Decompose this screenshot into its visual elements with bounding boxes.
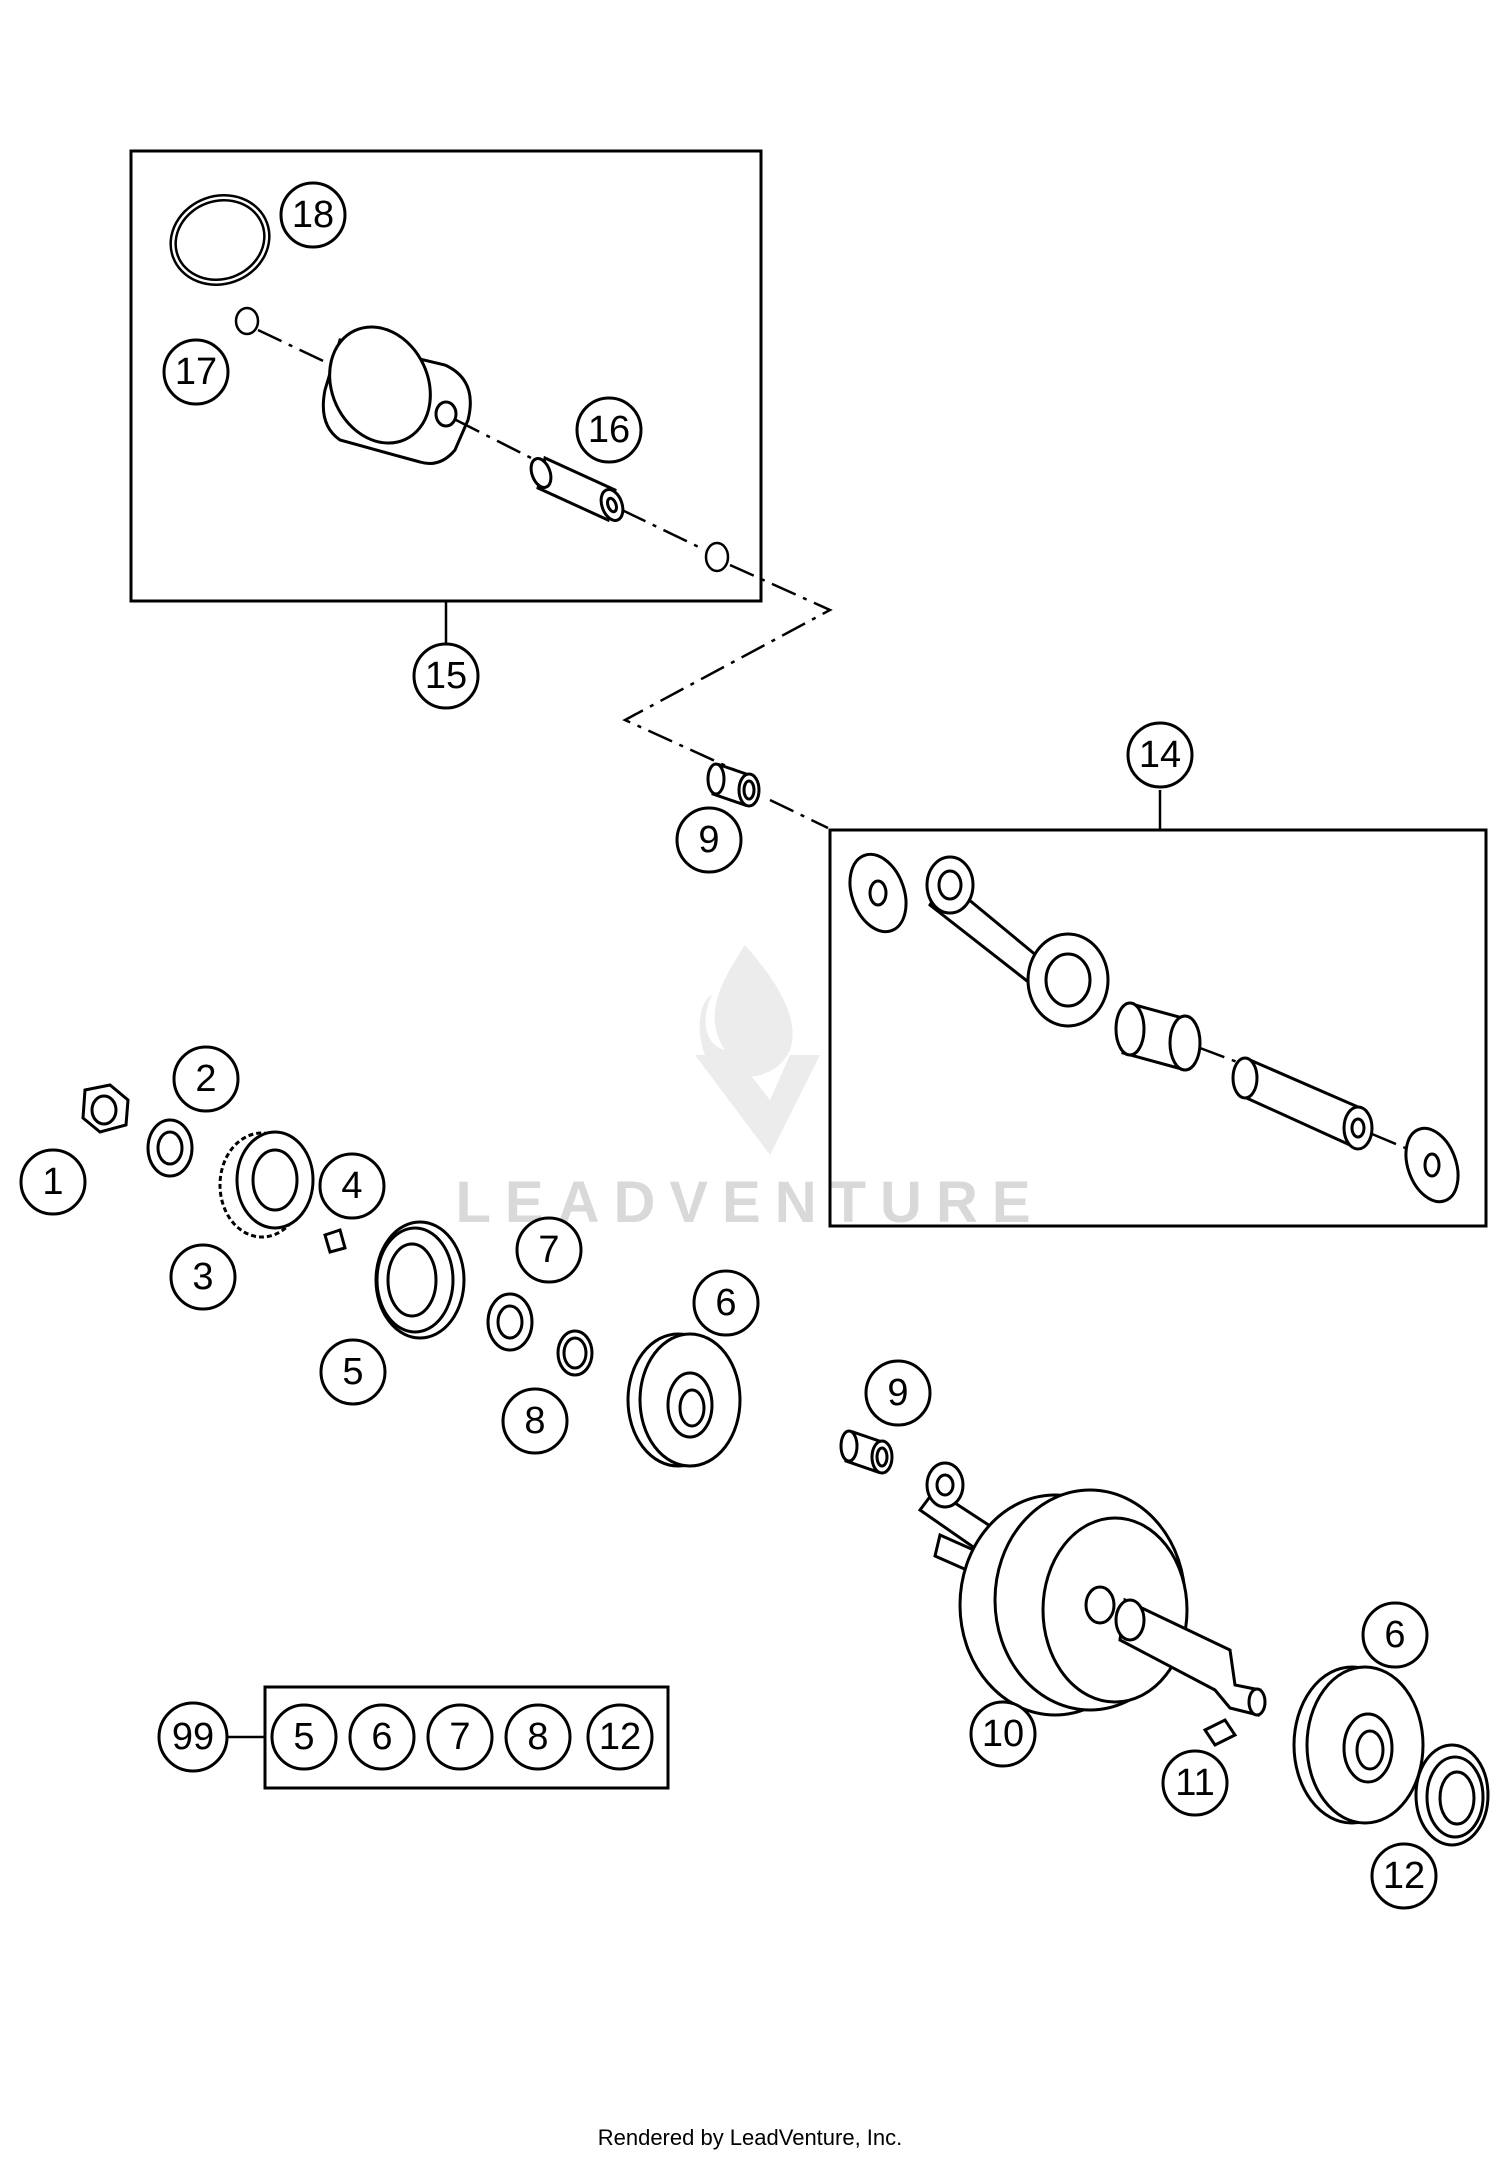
piston-ring[interactable] (158, 182, 282, 299)
callout-4[interactable]: 4 (318, 1152, 386, 1220)
svg-text:9: 9 (887, 1372, 908, 1414)
axis-line-circlip-right (621, 508, 706, 552)
shaft-seal-right[interactable] (1414, 1743, 1490, 1847)
svg-text:12: 12 (599, 1716, 641, 1758)
axis-line-piston-pin (455, 418, 546, 467)
axis-line-piston-left (257, 328, 339, 370)
o-ring[interactable] (556, 1329, 594, 1377)
callout-9-top[interactable]: 9 (675, 806, 743, 874)
callout-12[interactable]: 12 (1370, 1842, 1438, 1910)
svg-text:12: 12 (1383, 1855, 1425, 1897)
callout-3[interactable]: 3 (169, 1243, 237, 1311)
crankshaft[interactable] (917, 1461, 1267, 1717)
primary-gear[interactable] (218, 1130, 315, 1239)
callout-10[interactable]: 10 (969, 1700, 1037, 1768)
svg-text:6: 6 (371, 1716, 392, 1758)
main-bearing-right[interactable] (1292, 1665, 1425, 1825)
callout-18[interactable]: 18 (279, 181, 347, 249)
svg-text:18: 18 (292, 194, 334, 236)
footer-credit: Rendered by LeadVenture, Inc. (597, 2125, 903, 2150)
svg-text:16: 16 (588, 409, 630, 451)
connector-dash-line (622, 563, 833, 772)
callout-6-left[interactable]: 6 (692, 1269, 760, 1337)
svg-text:15: 15 (425, 655, 467, 697)
callout-14[interactable]: 14 (1126, 721, 1194, 789)
kit-item-5[interactable]: 5 (270, 1703, 338, 1771)
svg-text:1: 1 (42, 1161, 63, 1203)
svg-text:6: 6 (715, 1282, 736, 1324)
flame-logo-icon (699, 945, 793, 1077)
svg-text:4: 4 (341, 1165, 362, 1207)
piston[interactable] (311, 310, 472, 465)
svg-text:3: 3 (192, 1256, 213, 1298)
kit-item-8[interactable]: 8 (504, 1703, 572, 1771)
shim-washer[interactable] (486, 1292, 534, 1352)
callout-6-right[interactable]: 6 (1361, 1601, 1429, 1669)
callout-2[interactable]: 2 (172, 1045, 240, 1113)
callout-5[interactable]: 5 (319, 1338, 387, 1406)
callouts: 18 17 16 15 14 9 2 1 4 3 7 6 5 8 9 6 10 … (19, 181, 1438, 1910)
hex-nut[interactable] (81, 1083, 130, 1134)
lock-washer[interactable] (146, 1118, 194, 1178)
callout-7[interactable]: 7 (515, 1216, 583, 1284)
circlip-right[interactable] (704, 541, 730, 573)
svg-text:2: 2 (195, 1058, 216, 1100)
svg-text:8: 8 (524, 1400, 545, 1442)
woodruff-key-right[interactable] (1202, 1718, 1238, 1747)
callout-9-bottom[interactable]: 9 (864, 1359, 932, 1427)
watermark: LEADVENTURE (455, 945, 1031, 1235)
kit-item-6[interactable]: 6 (348, 1703, 416, 1771)
svg-text:5: 5 (293, 1716, 314, 1758)
v-logo-icon (695, 1055, 820, 1155)
svg-text:7: 7 (538, 1229, 559, 1271)
kit-item-12[interactable]: 12 (586, 1703, 654, 1771)
callout-17[interactable]: 17 (162, 338, 230, 406)
main-bearing-left[interactable] (626, 1332, 742, 1468)
svg-text:11: 11 (1175, 1762, 1214, 1804)
svg-text:9: 9 (698, 819, 719, 861)
svg-text:5: 5 (342, 1351, 363, 1393)
svg-text:7: 7 (449, 1716, 470, 1758)
callout-1[interactable]: 1 (19, 1148, 87, 1216)
shaft-seal[interactable] (374, 1220, 466, 1340)
needle-bearing-bottom[interactable] (839, 1429, 894, 1475)
callout-15[interactable]: 15 (412, 642, 480, 710)
svg-text:14: 14 (1139, 734, 1181, 776)
woodruff-key-left[interactable] (323, 1228, 347, 1254)
piston-pin[interactable] (527, 455, 626, 524)
svg-text:10: 10 (982, 1713, 1024, 1755)
con-rod-kit-box (828, 828, 1488, 1228)
callout-99[interactable]: 99 (157, 1701, 229, 1773)
con-rod-kit[interactable] (840, 847, 1468, 1209)
svg-text:99: 99 (172, 1716, 214, 1758)
svg-text:17: 17 (175, 351, 217, 393)
needle-bearing-top[interactable] (706, 762, 761, 808)
connector-dash-line-2 (769, 798, 829, 830)
svg-text:8: 8 (527, 1716, 548, 1758)
kit-item-7[interactable]: 7 (426, 1703, 494, 1771)
circlip-left[interactable] (234, 306, 260, 336)
callout-11[interactable]: 11 (1161, 1749, 1229, 1817)
svg-text:6: 6 (1384, 1614, 1405, 1656)
callout-8[interactable]: 8 (501, 1387, 569, 1455)
callout-16[interactable]: 16 (575, 396, 643, 464)
